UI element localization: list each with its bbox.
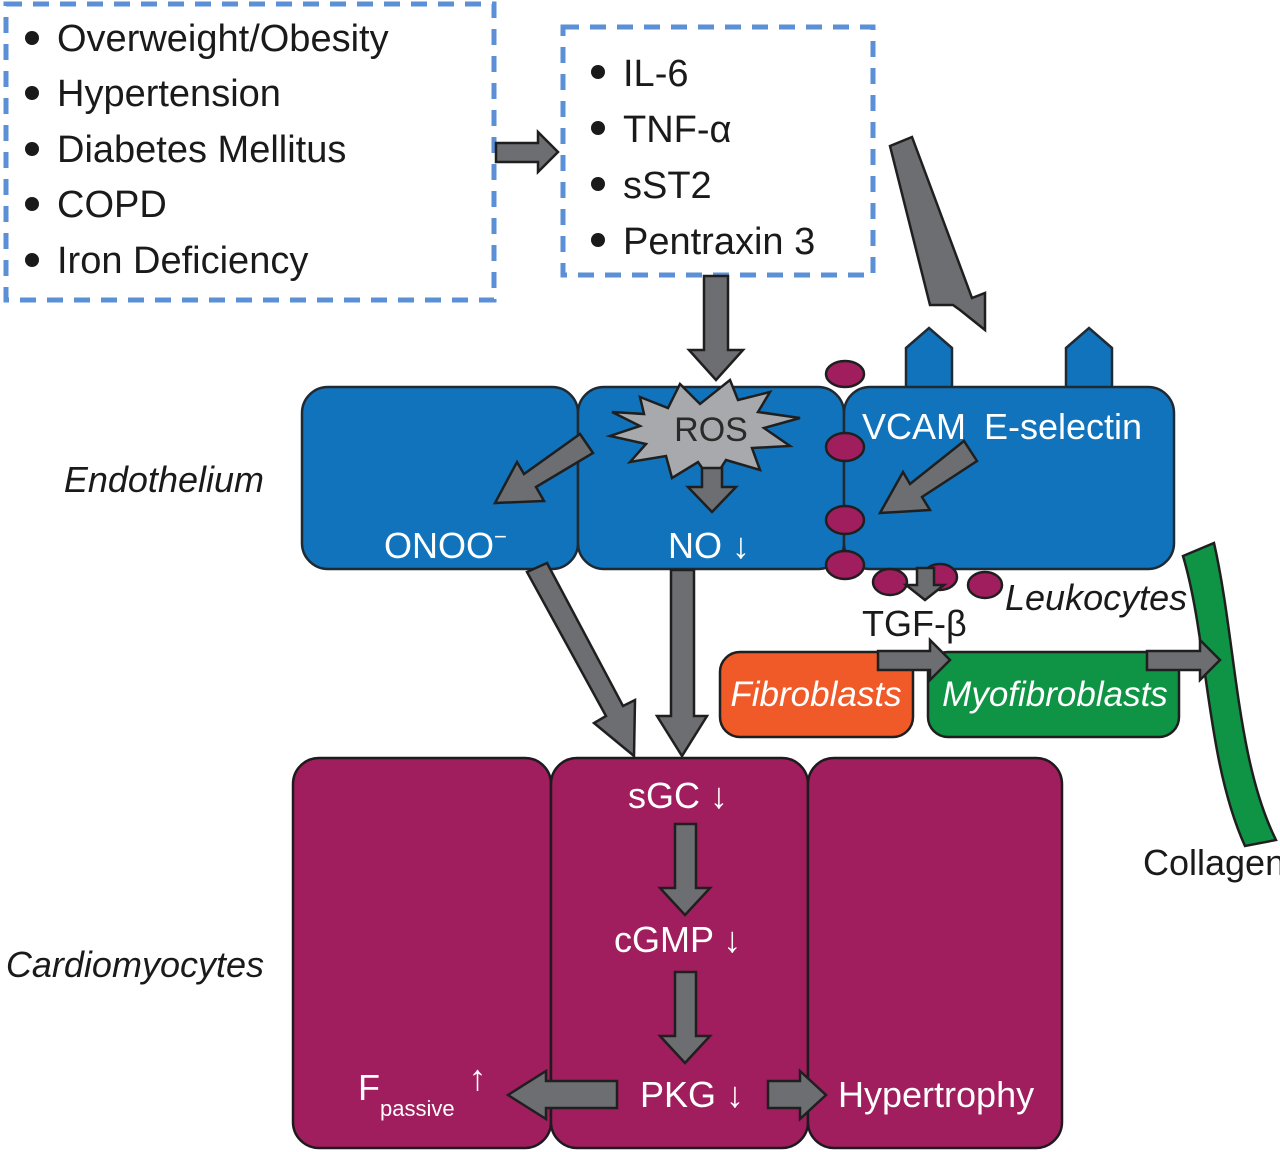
myofibroblasts-box (926, 650, 1181, 739)
cardiomyocyte-left (291, 756, 553, 1150)
risk-factors-border (3, 1, 497, 303)
arrow-down-icon (902, 566, 948, 602)
arrow-down-icon (657, 822, 713, 917)
hypertrophy-label: Hypertrophy (838, 1074, 1034, 1115)
bullet-icon (25, 31, 39, 45)
risk-factors-box: Overweight/Obesity Hypertension Diabetes… (3, 1, 497, 303)
inflammatory-markers-box: IL-6 TNF-α sST2 Pentraxin 3 (560, 24, 876, 278)
sgc-label: sGC ↓ (628, 775, 728, 816)
arrow-right-icon (1145, 636, 1222, 684)
leukocytes-group (824, 359, 1004, 600)
marker-item: TNF-α (623, 109, 732, 151)
bullet-icon (591, 121, 605, 135)
myofibroblasts-label: Myofibroblasts (942, 675, 1168, 714)
leukocyte-icon (966, 570, 1004, 600)
arrow-diagonal-icon (492, 432, 595, 505)
arrow-down-icon (686, 274, 746, 382)
arrow-diagonal-icon (888, 135, 987, 333)
bullet-icon (591, 65, 605, 79)
marker-item: IL-6 (623, 53, 688, 95)
collagen-label: Collagen (1143, 842, 1280, 883)
leukocyte-icon (824, 504, 866, 536)
cardiomyocytes-layer (291, 756, 1064, 1150)
tgf-beta-label: TGF-β (862, 603, 967, 644)
ros-starburst-icon (605, 377, 801, 485)
risk-factor-item: Hypertension (57, 73, 281, 115)
cgmp-label: cGMP ↓ (614, 919, 741, 960)
leukocyte-icon (824, 359, 866, 389)
fibroblasts-box (718, 650, 915, 739)
arrow-down-icon (685, 466, 739, 514)
leukocytes-label: Leukocytes (1005, 577, 1187, 618)
arrow-right-icon (494, 128, 560, 176)
cardiomyocytes-label: Cardiomyocytes (6, 944, 264, 985)
risk-factor-item: Diabetes Mellitus (57, 129, 346, 171)
arrow-right-icon (876, 636, 952, 684)
no-label: NO ↓ (668, 525, 750, 566)
receptor-icon (904, 326, 954, 392)
arrow-right-icon (766, 1068, 828, 1122)
arrow-down-icon (654, 568, 710, 759)
ros-label: ROS (674, 411, 748, 449)
bullet-icon (591, 233, 605, 247)
bullet-icon (25, 86, 39, 100)
leukocyte-icon (824, 549, 866, 581)
onoo-label: ONOO− (384, 524, 507, 566)
endothelial-cell-right (842, 385, 1176, 571)
arrow-down-icon (657, 970, 713, 1065)
marker-item: Pentraxin 3 (623, 221, 815, 263)
marker-item: sST2 (623, 165, 712, 207)
bullet-icon (591, 177, 605, 191)
e-selectin-label: E-selectin (984, 406, 1142, 447)
receptor-icon (1064, 326, 1114, 392)
arrow-diagonal-icon (525, 561, 637, 759)
fibroblasts-label: Fibroblasts (730, 675, 901, 714)
endothelium-label: Endothelium (64, 459, 264, 500)
f-passive-label: Fpassive↑ (358, 1057, 487, 1121)
arrow-diagonal-icon (877, 439, 979, 515)
vcam-label: VCAM (862, 406, 966, 447)
bullet-icon (25, 197, 39, 211)
risk-factor-item: COPD (57, 184, 167, 226)
leukocyte-icon (871, 567, 909, 597)
bullet-icon (25, 253, 39, 267)
bullet-icon (25, 142, 39, 156)
leukocyte-icon (824, 431, 866, 463)
risk-factor-item: Iron Deficiency (57, 240, 308, 282)
pkg-label: PKG ↓ (640, 1074, 744, 1115)
collagen-fiber-icon (1181, 541, 1278, 848)
risk-factor-item: Overweight/Obesity (57, 18, 389, 60)
cardiomyocyte-right (806, 756, 1064, 1150)
arrow-left-icon (505, 1068, 619, 1122)
risk-factor-list: Overweight/Obesity Hypertension Diabetes… (25, 18, 389, 282)
